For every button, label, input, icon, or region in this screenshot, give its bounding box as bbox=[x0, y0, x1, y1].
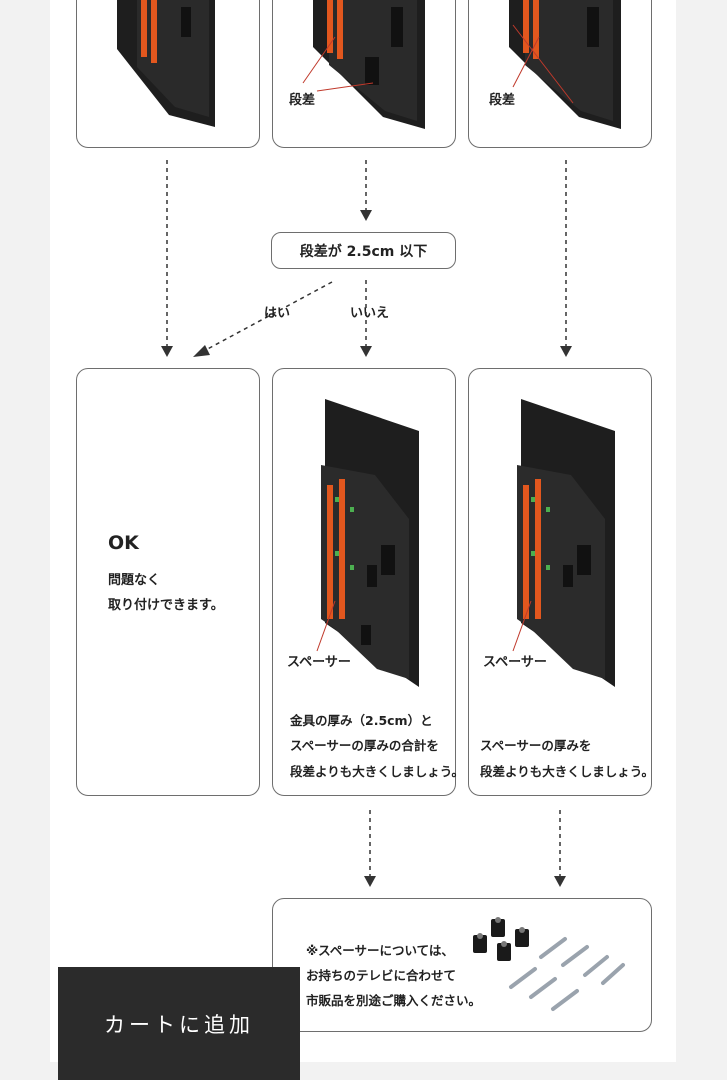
branch-no-label: いいえ bbox=[350, 306, 390, 321]
top-card-right: 段差 bbox=[468, 0, 652, 148]
ok-title: OK bbox=[108, 532, 139, 554]
result-card-ok bbox=[76, 368, 260, 796]
metal-line-3: 段差よりも大きくしましょう。 bbox=[290, 764, 465, 779]
spacer-label-2: スペーサー bbox=[483, 655, 547, 670]
step-height-question: 段差が 2.5cm 以下 bbox=[271, 232, 456, 269]
top-card-left bbox=[76, 0, 260, 148]
result-card-spacer: スペーサー bbox=[468, 368, 652, 796]
tv-illustration-flush bbox=[117, 0, 215, 127]
top-card-middle: 段差 bbox=[272, 0, 456, 148]
tv-illustration-step bbox=[302, 0, 425, 129]
ok-line-1: 問題なく bbox=[108, 573, 161, 588]
step-label: 段差 bbox=[289, 93, 316, 108]
tv-illustration-step-diagonal bbox=[509, 0, 621, 129]
spacer-parts-illustration bbox=[473, 917, 625, 1011]
spacer-label: スペーサー bbox=[287, 655, 351, 670]
note-line-1: ※スペーサーについては、 bbox=[306, 943, 454, 958]
step-label-right: 段差 bbox=[489, 93, 516, 108]
metal-line-1: 金具の厚み（2.5cm）と bbox=[290, 713, 433, 728]
tv-with-spacer-illustration bbox=[316, 399, 419, 687]
spacer-line-1: スペーサーの厚みを bbox=[480, 738, 592, 753]
add-to-cart-button[interactable]: カートに追加 bbox=[58, 967, 300, 1080]
ok-line-2: 取り付けできます。 bbox=[108, 598, 224, 613]
spacer-note-card bbox=[272, 898, 652, 1032]
metal-line-2: スペーサーの厚みの合計を bbox=[290, 738, 439, 753]
tv-with-spacer-illustration-2 bbox=[512, 399, 615, 687]
branch-yes-label: はい bbox=[264, 306, 291, 321]
note-line-2: お持ちのテレビに合わせて bbox=[306, 968, 457, 983]
note-line-3: 市販品を別途ご購入ください。 bbox=[306, 993, 482, 1008]
spacer-line-2: 段差よりも大きくしましょう。 bbox=[480, 764, 655, 779]
result-card-spacer-metal: スペーサー bbox=[272, 368, 456, 796]
